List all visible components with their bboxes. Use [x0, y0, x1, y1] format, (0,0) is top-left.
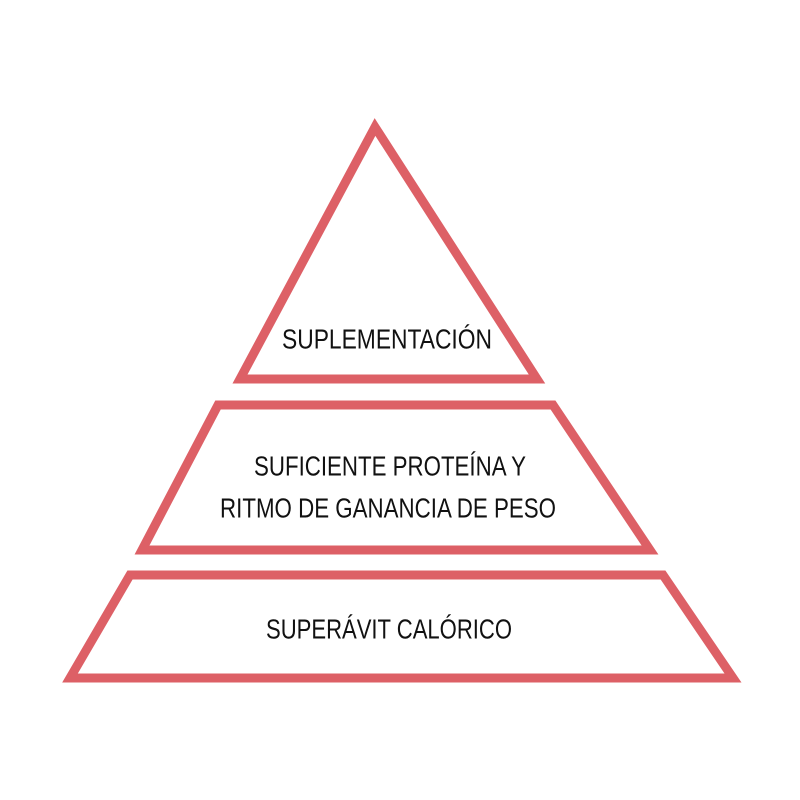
- pyramid-tier-middle: SUFICIENTE PROTEÍNA Y RITMO DE GANANCIA …: [134, 400, 659, 555]
- tier-bottom-shape: [62, 570, 742, 683]
- tier-middle-label-line-2: RITMO DE GANANCIA DE PESO: [220, 493, 556, 524]
- tier-middle-label-line-1: SUFICIENTE PROTEÍNA Y: [254, 451, 526, 482]
- pyramid-tier-top: SUPLEMENTACIÓN: [232, 118, 546, 384]
- tier-top-label: SUPLEMENTACIÓN: [282, 324, 492, 355]
- pyramid-tier-bottom: SUPERÁVIT CALÓRICO: [62, 570, 742, 683]
- tier-middle-shape: [134, 400, 659, 555]
- tier-bottom-label: SUPERÁVIT CALÓRICO: [266, 614, 512, 645]
- tier-top-shape: [232, 118, 546, 384]
